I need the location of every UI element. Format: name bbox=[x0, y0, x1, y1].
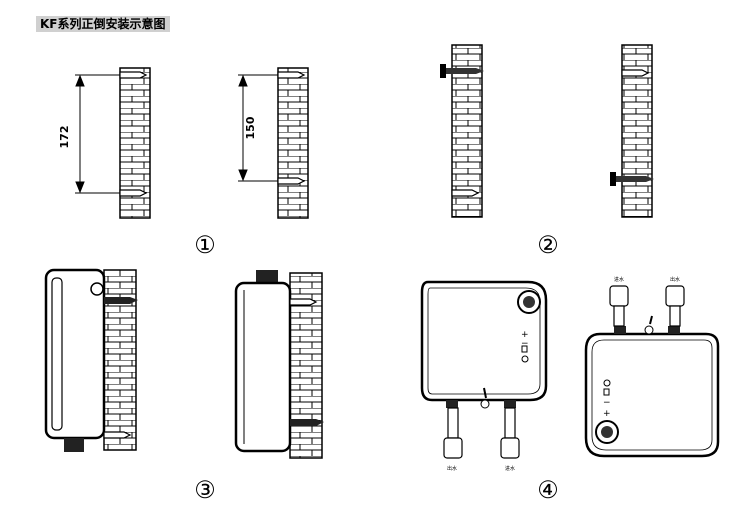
step2-screw-bottom bbox=[610, 172, 654, 186]
step2-screw-top bbox=[440, 64, 484, 78]
step-4-label: ④ bbox=[537, 476, 559, 504]
step4-heater-front: + − bbox=[420, 280, 548, 409]
page-title: KF系列正倒安装示意图 bbox=[36, 16, 170, 32]
step-2-label: ② bbox=[537, 231, 559, 259]
step1-wall-b bbox=[277, 67, 309, 219]
step3-heater-side-a bbox=[44, 268, 106, 452]
step3-hole-a bbox=[103, 431, 132, 439]
dimension-172-label: 172 bbox=[58, 126, 71, 149]
svg-text:+: + bbox=[603, 409, 611, 419]
svg-text:−: − bbox=[521, 339, 529, 349]
dimension-150 bbox=[238, 74, 278, 182]
dimension-172 bbox=[75, 74, 120, 194]
step-3-label: ③ bbox=[194, 476, 216, 504]
svg-text:−: − bbox=[603, 398, 611, 408]
step4-pipes-inverted bbox=[609, 285, 685, 327]
svg-text:+: + bbox=[521, 330, 529, 340]
dimension-150-label: 150 bbox=[244, 116, 257, 139]
step2-hole-b bbox=[621, 69, 650, 77]
step3-screw-b bbox=[290, 419, 324, 426]
inlet-label-b: 进水 bbox=[614, 276, 624, 283]
inlet-label-a: 进水 bbox=[505, 465, 515, 472]
step-1-label: ① bbox=[194, 231, 216, 259]
step1-holes bbox=[119, 71, 306, 197]
step4-pipes-front bbox=[443, 407, 520, 459]
outlet-label-b: 出水 bbox=[670, 276, 680, 283]
outlet-label-a: 出水 bbox=[447, 465, 457, 472]
step3-hole-b bbox=[289, 298, 318, 306]
step3-heater-side-b bbox=[234, 270, 292, 453]
step3-screw-a bbox=[104, 297, 138, 304]
step2-hole bbox=[451, 189, 480, 197]
step4-heater-inverted: − + bbox=[584, 315, 720, 458]
